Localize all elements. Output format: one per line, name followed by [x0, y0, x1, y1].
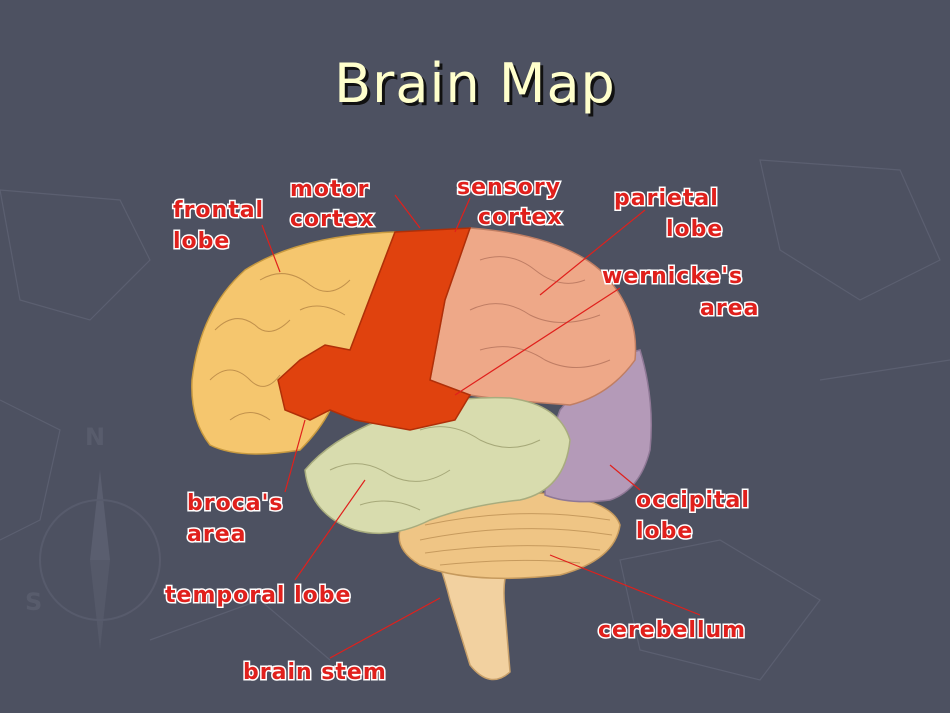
leader-parietal [539, 209, 646, 296]
label-broca: broca's [187, 491, 283, 516]
leader-cerebellum [549, 554, 701, 616]
label-sensory: sensory [457, 175, 561, 200]
leader-sensory [454, 197, 471, 233]
leader-occipital [609, 464, 641, 491]
frontal-lobe-region [191, 231, 397, 455]
label-wernicke-2: area [700, 296, 759, 321]
label-occipital-2: lobe [636, 519, 693, 544]
leader-frontal [261, 224, 281, 273]
label-wernicke: wernicke's [602, 264, 743, 289]
label-broca-2: area [187, 522, 246, 547]
leader-brain-stem [329, 597, 441, 659]
leader-wernicke [454, 287, 621, 396]
label-sensory-2: cortex [478, 205, 563, 230]
compass-rose-icon: N S [25, 423, 161, 650]
leader-motor [394, 194, 421, 229]
label-cerebellum: cerebellum [598, 618, 746, 643]
label-brain-stem: brain stem [243, 660, 387, 685]
motor-sensory-cortex-region [277, 227, 472, 431]
label-parietal-2: lobe [666, 217, 723, 242]
svg-text:S: S [25, 588, 42, 616]
slide-title: Brain Map [334, 52, 616, 115]
leader-broca [284, 419, 306, 493]
svg-text:N: N [85, 423, 105, 451]
label-occipital: occipital [636, 488, 750, 513]
label-frontal: frontal [173, 198, 264, 223]
label-motor-2: cortex [290, 207, 375, 232]
label-parietal: parietal [614, 186, 719, 211]
label-temporal: temporal lobe [165, 583, 351, 608]
label-motor: motor [290, 177, 370, 202]
leader-temporal [294, 479, 366, 581]
label-frontal-2: lobe [173, 229, 230, 254]
